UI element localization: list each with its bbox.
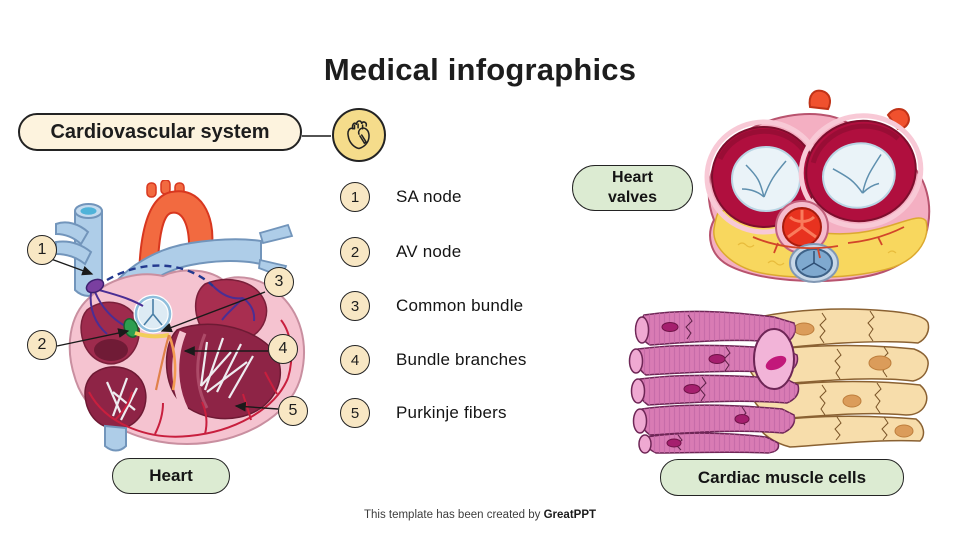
- legend-item: 3 Common bundle: [340, 291, 523, 321]
- right-ventricle: [84, 366, 147, 430]
- legend-label: Purkinje fibers: [396, 403, 507, 422]
- anatomical-heart-icon: [332, 108, 386, 162]
- legend-label: AV node: [396, 242, 462, 261]
- legend-item: 1 SA node: [340, 182, 462, 212]
- sa-node: [85, 278, 105, 294]
- footer-text: This template has been created by: [363, 509, 541, 521]
- common-bundle: [134, 331, 170, 339]
- page-title: Medical infographics: [323, 52, 637, 87]
- cut-fiber-ends: [628, 316, 652, 454]
- legend-label: SA node: [396, 187, 462, 206]
- legend-label: Bundle branches: [396, 350, 527, 369]
- cardiovascular-system-tag: Cardiovascular system: [18, 113, 302, 151]
- callout-2-av-node: 2: [27, 330, 57, 360]
- heart-valves-illustration: [704, 89, 931, 283]
- legend-number-badge: 3: [340, 291, 370, 321]
- legend-number-badge: 2: [340, 237, 370, 267]
- bundle-branch-right: [154, 334, 171, 391]
- legend-label: Common bundle: [396, 296, 524, 315]
- heart-line-art: [347, 120, 370, 150]
- intercalated-discs-tan: [819, 310, 889, 441]
- tricuspid-valve: [704, 119, 824, 235]
- chordae-tendineae: [105, 337, 254, 421]
- legend-number-badge: 1: [340, 182, 370, 212]
- large-cut-face: [753, 328, 795, 390]
- heart-valves-caption: Heart valves: [572, 165, 693, 211]
- magenta-nuclei: [661, 322, 750, 448]
- heart-caption: Heart: [112, 458, 230, 494]
- cardiac-muscle-cells-caption: Cardiac muscle cells: [660, 459, 904, 496]
- legend-item: 2 AV node: [340, 237, 461, 267]
- legend-item: 5 Purkinje fibers: [340, 398, 507, 428]
- callout-1-sa-node: 1: [27, 235, 57, 265]
- callout-3-common-bundle: 3: [264, 267, 294, 297]
- legend-item: 4 Bundle branches: [340, 345, 527, 375]
- pulmonary-valve: [789, 243, 839, 283]
- callout-5-purkinje-fibers: 5: [278, 396, 308, 426]
- mitral-valve: [798, 113, 924, 229]
- coronary-vessels: [752, 226, 905, 259]
- cardiac-muscle-cells-illustration: [628, 308, 930, 454]
- footer-brand: GreatPPT: [543, 509, 597, 521]
- bachmann-bundle-path: [106, 264, 214, 287]
- tag-label: Cardiovascular system: [50, 120, 270, 143]
- heart-cross-section-illustration: [55, 180, 305, 452]
- legend-number-badge: 5: [340, 398, 370, 428]
- inferior-vena-cava: [104, 424, 127, 452]
- tan-nuclei: [793, 322, 914, 438]
- tan-muscle-fibers: [746, 308, 930, 448]
- footer-credit: This template has been created by GreatP…: [0, 509, 960, 521]
- bundle-branch-left: [167, 334, 177, 391]
- legend-number-badge: 4: [340, 345, 370, 375]
- aortic-valve: [775, 200, 829, 254]
- valve-ring: [133, 294, 173, 334]
- callout-4-bundle-branches: 4: [268, 334, 298, 364]
